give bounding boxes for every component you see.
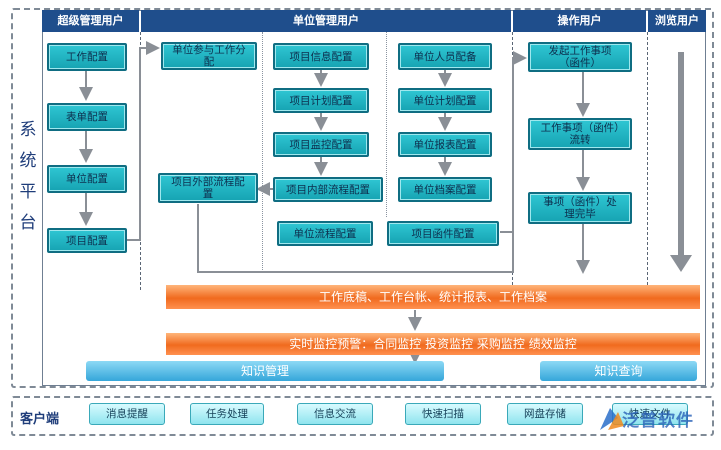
- client-button-task[interactable]: 任务处理: [190, 403, 264, 425]
- platform-label-char: 台: [19, 213, 37, 233]
- unit-box-project-internal-flow[interactable]: 项目内部流程配置: [273, 177, 383, 202]
- unit-box-project-plan[interactable]: 项目计划配置: [273, 88, 369, 113]
- platform-label-char: 系: [19, 120, 37, 140]
- client-button-file[interactable]: 快速文件: [612, 403, 688, 425]
- header-super-admin: 超级管理用户: [42, 10, 139, 32]
- header-unit-admin: 单位管理用户: [141, 10, 511, 32]
- column-divider: [647, 32, 648, 290]
- platform-label-char: 统: [19, 151, 37, 171]
- unit-box-project-info[interactable]: 项目信息配置: [273, 43, 369, 70]
- knowledge-query-bar[interactable]: 知识查询: [540, 361, 697, 381]
- client-label: 客户端: [20, 412, 60, 427]
- system-platform-frame: [11, 8, 714, 388]
- unit-box-unit-archive[interactable]: 单位档案配置: [398, 177, 492, 202]
- unit-box-project-external-flow[interactable]: 项目外部流程配置: [158, 173, 258, 203]
- unit-box-unit-report[interactable]: 单位报表配置: [398, 132, 492, 157]
- unit-box-unit-staff[interactable]: 单位人员配备: [398, 43, 492, 70]
- logo-icon: [600, 408, 624, 430]
- unit-box-unit-plan[interactable]: 单位计划配置: [398, 88, 492, 113]
- watermark-text: 泛普软件: [622, 411, 694, 431]
- super-admin-box-project-config[interactable]: 项目配置: [47, 228, 127, 253]
- client-button-storage[interactable]: 网盘存储: [507, 403, 583, 425]
- monitor-bar: 实时监控预警：合同监控 投资监控 采购监控 绩效监控: [166, 333, 700, 355]
- super-admin-box-work-config[interactable]: 工作配置: [47, 43, 127, 71]
- operator-box-transfer[interactable]: 工作事项（函件）流转: [528, 118, 632, 150]
- header-viewer: 浏览用户: [648, 10, 706, 32]
- column-divider: [386, 32, 387, 217]
- operator-box-complete[interactable]: 事项（函件）处理完毕: [528, 192, 632, 224]
- client-button-scan[interactable]: 快速扫描: [405, 403, 481, 425]
- client-button-exchange[interactable]: 信息交流: [297, 403, 373, 425]
- client-frame: [11, 396, 714, 436]
- platform-label: 系 统 平 台: [17, 115, 39, 239]
- column-divider: [262, 32, 263, 272]
- super-admin-box-unit-config[interactable]: 单位配置: [47, 165, 127, 193]
- unit-box-project-monitor[interactable]: 项目监控配置: [273, 132, 369, 157]
- operator-box-initiate[interactable]: 发起工作事项（函件）: [528, 42, 632, 72]
- platform-label-char: 平: [19, 182, 37, 202]
- super-admin-box-form-config[interactable]: 表单配置: [47, 103, 127, 131]
- unit-box-work-assign[interactable]: 单位参与工作分配: [161, 42, 257, 70]
- knowledge-mgmt-bar[interactable]: 知识管理: [86, 361, 444, 381]
- header-operator: 操作用户: [513, 10, 646, 32]
- watermark-logo: 泛普软件: [596, 404, 708, 434]
- client-button-message[interactable]: 消息提醒: [89, 403, 165, 425]
- unit-box-project-docs[interactable]: 项目函件配置: [387, 221, 499, 246]
- unit-box-unit-flow[interactable]: 单位流程配置: [277, 221, 373, 246]
- work-docs-bar: 工作底稿、工作台帐、统计报表、工作档案: [166, 285, 700, 309]
